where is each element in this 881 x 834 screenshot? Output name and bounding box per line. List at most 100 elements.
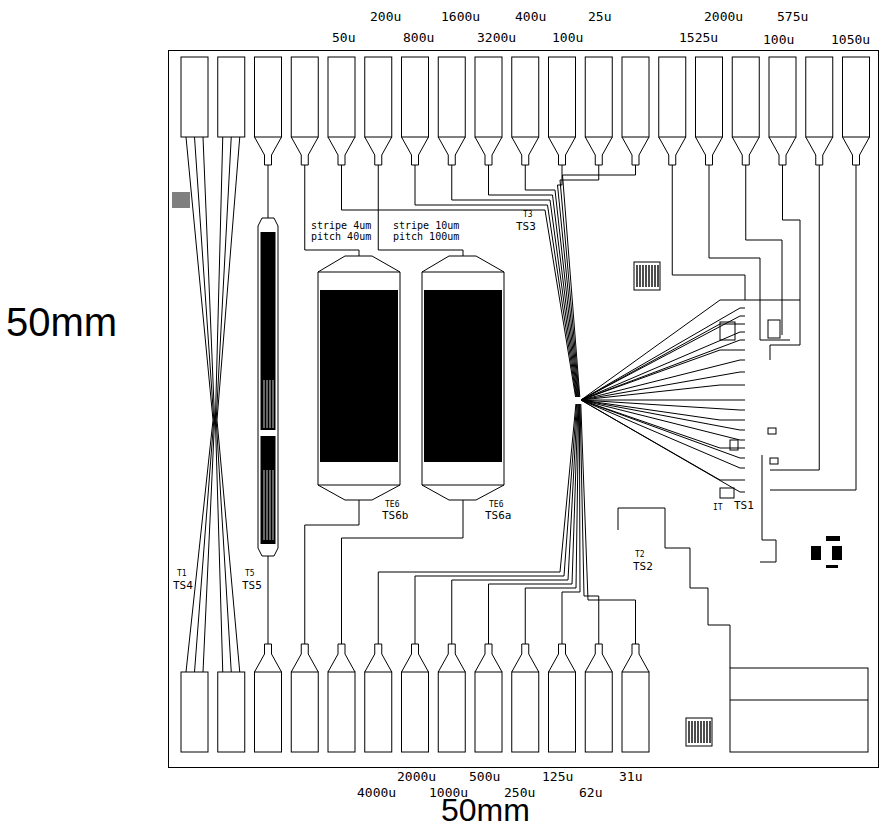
alignment-mark	[700, 721, 701, 743]
bond-pad	[585, 57, 612, 137]
marker-line	[172, 205, 190, 206]
pad-neck	[438, 644, 465, 672]
test-cell	[768, 428, 776, 434]
fan-trace	[581, 360, 745, 400]
alignment-mark	[639, 265, 640, 287]
alignment-mark	[636, 265, 637, 287]
strip-gap	[267, 380, 268, 428]
bond-pad	[585, 672, 612, 752]
fan-trace	[525, 165, 578, 397]
pad-neck	[622, 137, 649, 165]
fan-trace	[558, 165, 579, 397]
alignment-mark	[688, 721, 689, 743]
fan-trace	[581, 400, 745, 492]
strip-area	[261, 232, 276, 430]
chip-size-label: 50mm	[440, 793, 531, 828]
bond-pad	[328, 672, 355, 752]
detector-band	[422, 272, 504, 273]
trace	[770, 165, 800, 360]
fan-trace	[581, 400, 745, 468]
bond-pad	[659, 57, 686, 137]
trace	[760, 455, 776, 562]
pad-neck	[291, 644, 318, 672]
bond-pad	[549, 57, 576, 137]
dimension-label: 4000u	[356, 786, 397, 800]
bond-pad	[622, 672, 649, 752]
alignment-mark	[642, 265, 643, 287]
bond-pad	[512, 672, 539, 752]
strip-area	[261, 436, 276, 544]
pad-neck	[696, 137, 723, 165]
region-outline	[730, 668, 868, 752]
alignment-mark	[634, 262, 660, 290]
alignment-mark	[657, 265, 658, 287]
strip-gap	[270, 380, 271, 428]
alignment-mark	[709, 721, 710, 743]
bond-pad	[402, 672, 429, 752]
alignment-mark	[697, 721, 698, 743]
bond-pad	[255, 57, 282, 137]
marker-line	[172, 197, 190, 198]
bond-pad	[549, 672, 576, 752]
structure-label: TE6	[384, 501, 400, 510]
dimension-label: 50u	[331, 31, 356, 45]
detector-note: stripe 10um pitch 100um	[392, 220, 464, 242]
marker-line	[172, 203, 190, 204]
fan-trace	[581, 400, 745, 448]
pad-neck	[512, 644, 539, 672]
region-outline	[730, 700, 868, 701]
fan-trace	[378, 404, 576, 644]
structure-label: T3	[522, 211, 534, 220]
strip-gap	[270, 470, 271, 540]
alignment-mark	[654, 265, 655, 287]
region-outline	[618, 508, 730, 668]
bond-pad	[328, 57, 355, 137]
strip-gap	[264, 380, 265, 428]
dimension-label: 2000u	[703, 10, 744, 24]
dimension-label: 62u	[578, 786, 603, 800]
trace	[305, 500, 359, 644]
structure-label: T1	[176, 570, 188, 579]
structure-label: TS1	[733, 500, 755, 512]
marker-line	[172, 207, 190, 208]
bond-pad	[255, 672, 282, 752]
logo	[826, 565, 838, 568]
dimension-label: 800u	[402, 31, 435, 45]
test-cell	[768, 320, 780, 338]
fan-trace	[581, 308, 745, 400]
bond-pad	[622, 57, 649, 137]
detector-outline	[422, 256, 504, 500]
marker-line	[172, 199, 190, 200]
pad-neck	[585, 137, 612, 165]
bond-pad	[475, 57, 502, 137]
bond-pad	[365, 672, 392, 752]
bond-pad	[438, 57, 465, 137]
logo	[832, 546, 842, 560]
crossing-wire	[195, 137, 214, 672]
fan-trace	[581, 385, 745, 400]
fan-trace	[581, 400, 745, 440]
alignment-mark	[694, 721, 695, 743]
strip-array	[320, 290, 398, 462]
fan-trace	[489, 404, 579, 644]
pad-neck	[328, 644, 355, 672]
bond-pad	[475, 672, 502, 752]
bond-pad	[181, 672, 208, 752]
bond-pad	[291, 672, 318, 752]
trace	[268, 165, 269, 218]
test-cell	[730, 440, 738, 450]
strip-outline	[258, 218, 278, 556]
pad-neck	[291, 137, 318, 165]
fan-trace	[452, 404, 578, 644]
trace	[770, 165, 856, 490]
bond-pad	[512, 57, 539, 137]
pad-neck	[402, 137, 429, 165]
pad-neck	[328, 137, 355, 165]
structure-label: TS5	[241, 580, 263, 592]
fan-trace	[563, 165, 636, 397]
fan-trace	[452, 165, 577, 397]
pad-neck	[438, 137, 465, 165]
strip-gap	[264, 470, 265, 540]
detector-band	[318, 485, 400, 486]
